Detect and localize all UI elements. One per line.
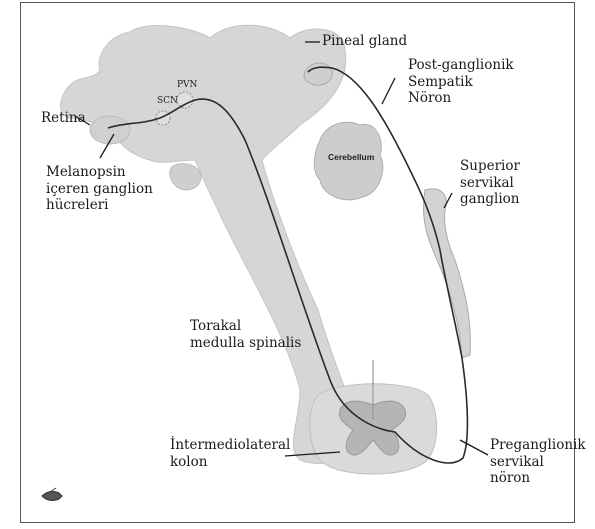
label-scn: SCN <box>157 96 178 106</box>
pvn-nucleus <box>177 92 193 108</box>
label-preganglionik: Preganglionik servikal nöron <box>490 437 586 487</box>
label-pvn: PVN <box>177 80 197 90</box>
label-pineal-gland: Pineal gland <box>322 33 407 50</box>
pituitary-shape <box>170 164 201 190</box>
postganglionik-leader <box>382 78 395 104</box>
label-torakal: Torakal medulla spinalis <box>190 318 301 351</box>
label-intermediolateral: İntermediolateral kolon <box>170 437 290 470</box>
label-melanopsin: Melanopsin içeren ganglion hücreleri <box>46 164 153 214</box>
publisher-logo <box>42 488 62 501</box>
label-superior-ganglion: Superior servikal ganglion <box>460 158 520 208</box>
label-postganglionik: Post-ganglionik Sempatik Nöron <box>408 57 514 107</box>
label-retina: Retina <box>41 110 86 127</box>
label-cerebellum: Cerebellum <box>328 152 374 162</box>
ganglion-chain <box>423 189 470 358</box>
